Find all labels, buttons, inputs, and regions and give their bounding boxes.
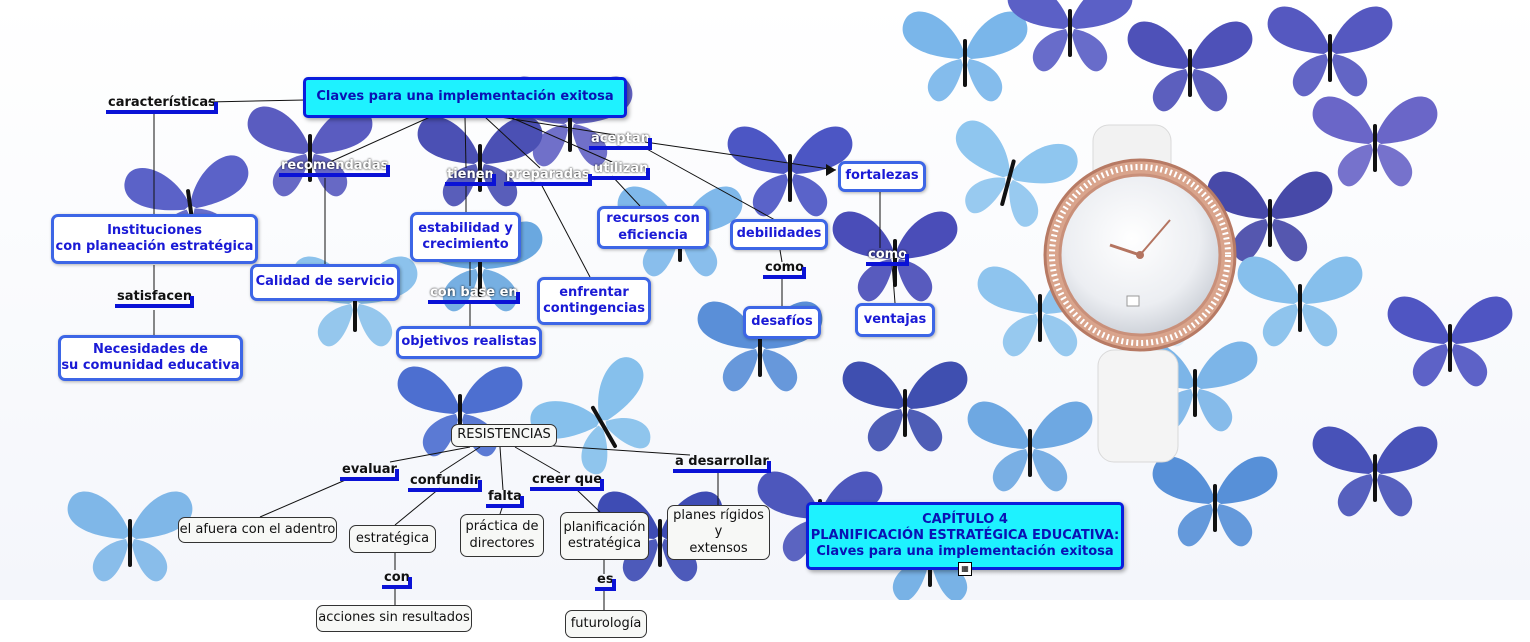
link-como-ventajas[interactable]: como (866, 247, 910, 266)
node-futurologia[interactable]: futurología (565, 610, 647, 638)
link-aceptan[interactable]: aceptan (589, 131, 652, 150)
node-estabilidad[interactable]: estabilidad y crecimiento (410, 212, 521, 262)
node-ventajas[interactable]: ventajas (855, 303, 935, 337)
node-debilidades[interactable]: debilidades (730, 219, 828, 250)
chapter-node[interactable]: CAPÍTULO 4 PLANIFICACIÓN ESTRATÉGICA EDU… (806, 502, 1124, 570)
node-instituciones[interactable]: Instituciones con planeación estratégica (51, 214, 258, 264)
link-recomendadas[interactable]: recomendadas (279, 158, 391, 177)
node-practica[interactable]: práctica de directores (460, 514, 544, 557)
node-recursos[interactable]: recursos con eficiencia (597, 206, 709, 249)
watch-image (1043, 124, 1237, 463)
link-tienen[interactable]: tienen (445, 167, 496, 186)
node-resistencias[interactable]: RESISTENCIAS (451, 424, 557, 447)
node-fortalezas[interactable]: fortalezas (838, 161, 926, 192)
node-necesidades[interactable]: Necesidades de su comunidad educativa (58, 335, 243, 381)
link-evaluar[interactable]: evaluar (340, 462, 399, 481)
node-estrategica[interactable]: estratégica (349, 525, 436, 553)
link-con-base-en[interactable]: con base en (428, 285, 520, 304)
node-calidad[interactable]: Calidad de servicio (250, 264, 400, 301)
node-planificacion[interactable]: planificación estratégica (560, 512, 649, 560)
link-satisfacen[interactable]: satisfacen (115, 289, 195, 308)
node-enfrentar[interactable]: enfrentar contingencias (537, 277, 651, 325)
link-con[interactable]: con (382, 570, 412, 589)
link-caracteristicas[interactable]: características (106, 95, 218, 114)
node-objetivos[interactable]: objetivos realistas (396, 326, 542, 359)
link-confundir[interactable]: confundir (408, 473, 483, 492)
link-preparadas[interactable]: preparadas (504, 167, 592, 186)
link-a-desarrollar[interactable]: a desarrollar (673, 454, 771, 473)
root-node[interactable]: Claves para una implementación exitosa (303, 77, 627, 118)
node-acciones[interactable]: acciones sin resultados (316, 605, 472, 632)
link-falta[interactable]: falta (486, 489, 524, 508)
link-como-desafios[interactable]: como (763, 260, 807, 279)
link-es[interactable]: es (595, 572, 616, 591)
link-utilizan[interactable]: utilizan (592, 161, 651, 180)
link-creer-que[interactable]: creer que (530, 472, 605, 491)
map-resource-icon[interactable]: ▦ (958, 562, 972, 576)
node-desafios[interactable]: desafíos (743, 306, 821, 339)
node-planes[interactable]: planes rígidos y extensos (667, 505, 770, 560)
node-afuera[interactable]: el afuera con el adentro (178, 517, 337, 543)
